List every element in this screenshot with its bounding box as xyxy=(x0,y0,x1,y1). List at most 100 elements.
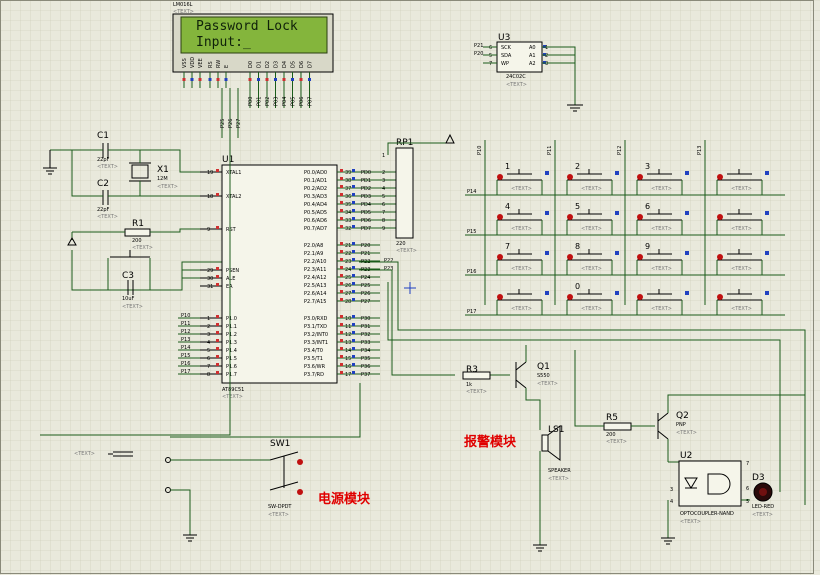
key-pin-marker xyxy=(615,171,619,175)
u1-pin-num: 39 xyxy=(345,170,351,176)
keypad-key[interactable]: <TEXT> xyxy=(716,249,769,275)
key-label: 0 xyxy=(575,282,580,291)
r1-symbol xyxy=(124,228,151,237)
key-pin-marker xyxy=(545,211,549,215)
keypad-key[interactable]: 2<TEXT> xyxy=(566,162,619,195)
u1-pin-marker xyxy=(216,363,219,366)
u2-ground xyxy=(661,537,675,545)
u1-pin-name: P1.6 xyxy=(226,364,237,370)
sw1-text-tag: <TEXT> xyxy=(268,512,289,518)
u1-mcu[interactable]: U1 XTAL119XTAL218RST9PSEN29ALE30EA31P1.0… xyxy=(178,155,396,400)
u1-pin-marker xyxy=(216,169,219,172)
u1-pin-num: 9 xyxy=(207,227,210,233)
u1-pin-marker xyxy=(352,339,355,342)
u1-pin-name: PSEN xyxy=(226,268,239,274)
u1-pin-num: 29 xyxy=(207,268,213,274)
u2-nand xyxy=(707,473,731,495)
u1-pin-marker xyxy=(216,339,219,342)
c2-ref: C2 xyxy=(97,179,109,189)
ls1-part: SPEAKER xyxy=(548,468,571,474)
lcd-pin-marker xyxy=(282,78,286,81)
lcd-pin-marker xyxy=(198,78,202,81)
rp1-pin-num: 8 xyxy=(382,218,385,224)
reset-button[interactable] xyxy=(110,250,150,258)
u1-left-pins: XTAL119XTAL218RST9PSEN29ALE30EA31P1.01P1… xyxy=(178,169,241,378)
lcd-pin-label: RW xyxy=(216,60,222,68)
rp1-text-tag: <TEXT> xyxy=(396,248,417,254)
keypad-key[interactable]: 1<TEXT> xyxy=(496,162,549,195)
rp1-resistor-pack[interactable]: RP1 1 220 <TEXT> xyxy=(382,133,455,254)
alarm-module[interactable]: R3 1k <TEXT> Q1 S550 <TEXT> LS1 SPEAKER … xyxy=(359,261,806,552)
crystal-text-tag: <TEXT> xyxy=(157,184,178,190)
sw1-part: SW-DPDT xyxy=(268,504,292,510)
key-pin-marker xyxy=(637,174,643,180)
key-pin-marker xyxy=(637,254,643,260)
lcd-pin-label: D6 xyxy=(299,61,305,68)
lcd-pin-label: E xyxy=(224,65,230,68)
u2-part: OPTOCOUPLER-NAND xyxy=(680,511,734,517)
keypad-key[interactable]: 5<TEXT> xyxy=(566,202,619,235)
key-pin-marker xyxy=(717,174,723,180)
vcc-symbol-rp1 xyxy=(445,133,455,144)
u1-net-label: P30 xyxy=(361,316,370,322)
u1-pin-marker xyxy=(216,267,219,270)
lcd-bus-net: P25 xyxy=(220,119,226,128)
u3-pin-num: 3 xyxy=(545,61,548,67)
oscillator-section[interactable]: C1 22pF <TEXT> C2 22pF <TEXT> X1 12M <TE… xyxy=(43,131,222,310)
d3-text-tag: <TEXT> xyxy=(752,512,773,518)
keypad-key[interactable]: 4<TEXT> xyxy=(496,202,549,235)
speaker-ground xyxy=(533,544,547,552)
u1-pin-num: 7 xyxy=(207,364,210,370)
power-module[interactable]: <TEXT> SW1 SW-DPDT <TEXT> 电源模块 xyxy=(40,138,371,542)
keypad-key[interactable]: <TEXT> xyxy=(716,289,769,315)
keypad-key[interactable]: 9<TEXT> xyxy=(636,242,689,275)
u1-pin-marker xyxy=(216,371,219,374)
u1-pin-num: 38 xyxy=(345,178,351,184)
speaker-body xyxy=(541,434,549,452)
lcd-pin-label: VDD xyxy=(190,57,196,68)
lcd-pin-label: D4 xyxy=(282,61,288,68)
u1-pin-marker xyxy=(340,282,343,285)
keypad-key[interactable]: 7<TEXT> xyxy=(496,242,549,275)
lcd-pin-label: D1 xyxy=(257,61,263,68)
u1-pin-marker xyxy=(352,347,355,350)
u1-pin-name: P2.6/A14 xyxy=(304,291,326,297)
u1-net-label: PD4 xyxy=(361,202,371,208)
keypad-key[interactable]: <TEXT> xyxy=(716,209,769,235)
r1-value: 200 xyxy=(132,238,142,244)
u1-net-label: P31 xyxy=(361,324,370,330)
u1-net-label: P20 xyxy=(361,243,370,249)
key-pin-marker xyxy=(685,211,689,215)
u1-pin-marker xyxy=(216,275,219,278)
keypad-key[interactable]: 6<TEXT> xyxy=(636,202,689,235)
u1-net-label: P17 xyxy=(181,369,190,375)
keypad-key[interactable]: <TEXT> xyxy=(716,169,769,195)
u1-pin-name: P2.2/A10 xyxy=(304,259,326,265)
keypad-key[interactable]: 3<TEXT> xyxy=(636,162,689,195)
key-pin-marker xyxy=(567,214,573,220)
key-pin-marker xyxy=(545,291,549,295)
q2-text-tag: <TEXT> xyxy=(676,430,697,436)
u1-pin-name: P0.7/AD7 xyxy=(304,226,327,232)
u1-pin-num: 36 xyxy=(345,194,351,200)
keypad-key[interactable]: 0<TEXT> xyxy=(566,282,619,315)
u1-pin-name: P1.4 xyxy=(226,348,237,354)
u1-pin-num: 27 xyxy=(345,291,351,297)
u1-net-label: P11 xyxy=(181,321,190,327)
u1-pin-name: P3.4/T0 xyxy=(304,348,323,354)
u3-pin-name: A1 xyxy=(529,53,536,59)
u1-pin-marker xyxy=(352,363,355,366)
keypad-key[interactable]: <TEXT> xyxy=(496,289,549,315)
keypad-key[interactable]: <TEXT> xyxy=(636,289,689,315)
u1-pin-marker xyxy=(352,266,355,269)
u1-net-label: PD6 xyxy=(361,218,371,224)
keypad-key[interactable]: 8<TEXT> xyxy=(566,242,619,275)
u1-pin-marker xyxy=(340,290,343,293)
sw1-symbol[interactable] xyxy=(269,451,299,491)
